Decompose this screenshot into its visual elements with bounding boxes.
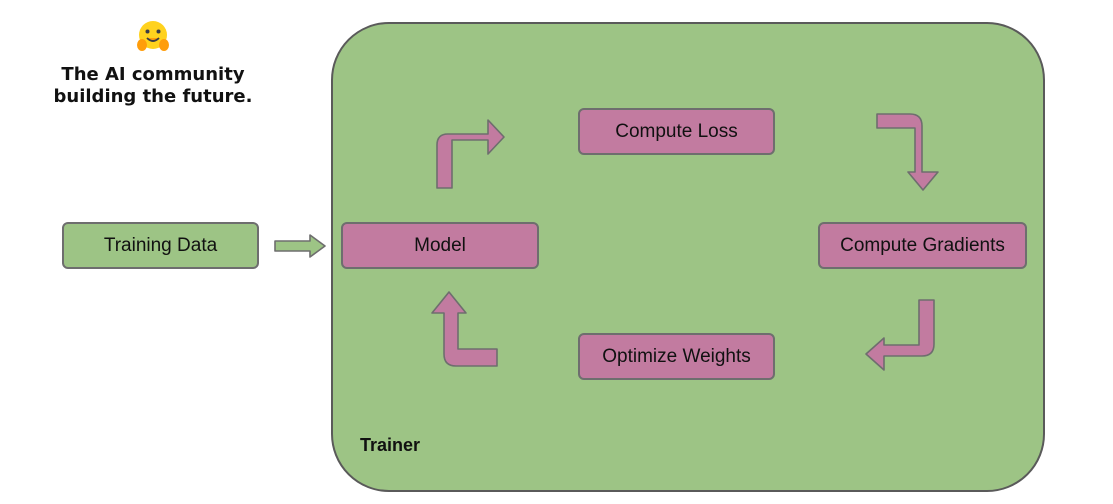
input-arrow-icon (274, 234, 326, 258)
arrow-up-right-icon (436, 119, 505, 189)
training-data-box: Training Data (62, 222, 259, 269)
model-node: Model (341, 222, 539, 269)
compute-loss-node-label: Compute Loss (615, 120, 738, 142)
optimize-weights-node: Optimize Weights (578, 333, 775, 380)
training-data-label: Training Data (103, 234, 218, 256)
arrow-right-down-icon (876, 113, 939, 191)
tagline: The AI community building the future. (50, 64, 256, 108)
compute-loss-node: Compute Loss (578, 108, 775, 155)
tagline-line-1: The AI community (61, 64, 245, 85)
model-node-label: Model (414, 234, 466, 256)
hugging-face-logo-icon (137, 21, 169, 51)
trainer-label: Trainer (360, 435, 421, 455)
tagline-line-2: building the future. (53, 86, 253, 107)
compute-gradients-node-label: Compute Gradients (840, 234, 1005, 256)
arrow-left-up-icon (431, 291, 498, 367)
compute-gradients-node: Compute Gradients (818, 222, 1027, 269)
optimize-weights-node-label: Optimize Weights (602, 345, 751, 367)
arrow-down-left-icon (865, 299, 935, 371)
